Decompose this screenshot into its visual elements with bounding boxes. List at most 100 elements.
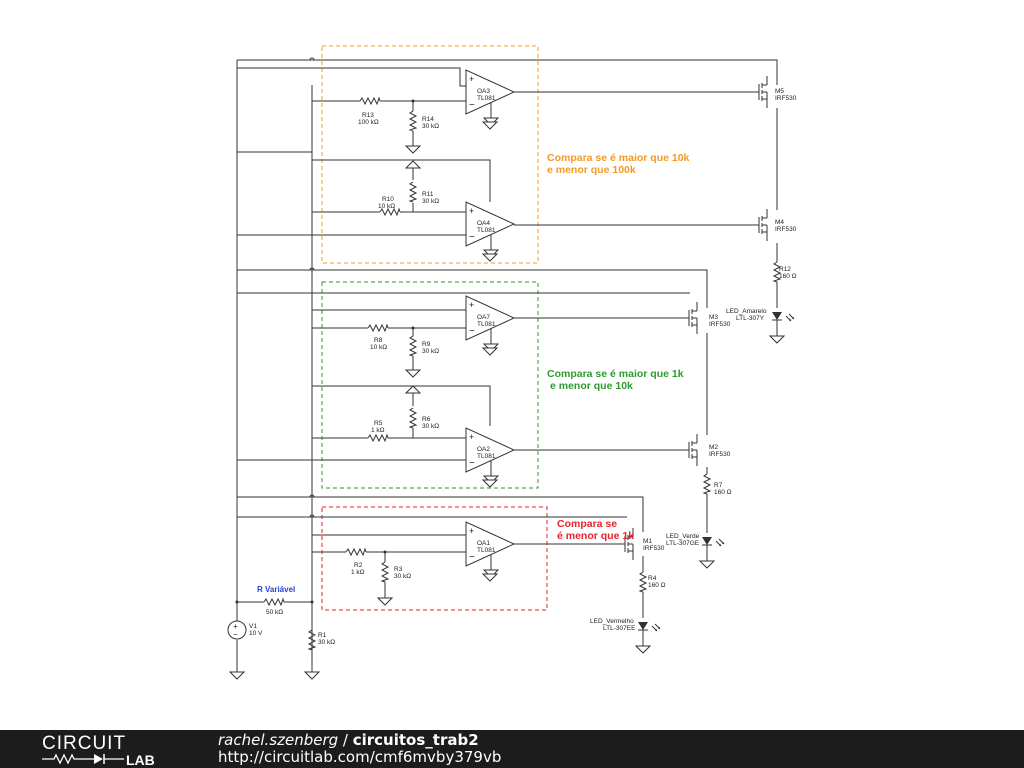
ground-v1-icon [229, 671, 245, 680]
red-group-box [321, 506, 548, 611]
oa2-ref: OA2 [477, 446, 490, 453]
mosfet-m2 [678, 433, 698, 467]
green-annotation-line2: e menor que 10k [550, 380, 633, 392]
oa3-ref: OA3 [477, 88, 490, 95]
orange-annotation-line2: e menor que 100k [547, 164, 636, 176]
circuitlab-logo-icon: CIRCUIT LAB [42, 733, 155, 766]
r6-value: 30 kΩ [422, 423, 439, 430]
mosfet-m5 [748, 75, 768, 109]
oa4-ref: OA4 [477, 220, 490, 227]
r12-ref: R12 [779, 266, 791, 273]
ground-led-amarelo-icon [769, 335, 785, 344]
resistor-r7 [703, 473, 711, 495]
r14-ref: R14 [422, 116, 434, 123]
r8-ref: R8 [374, 337, 383, 344]
footer-separator: / [338, 731, 353, 749]
resistor-r4 [639, 571, 647, 593]
oa1-part: TL081 [477, 547, 496, 554]
ground-oa2-icon [482, 479, 498, 488]
orange-group-box [321, 45, 539, 264]
led-verde-part: LTL-307GE [666, 540, 700, 547]
orange-annotation-line1: Compara se é maior que 10k [547, 152, 690, 164]
resistor-r2 [345, 548, 367, 556]
green-group-box [321, 281, 539, 489]
m1-part: IRF530 [643, 545, 665, 552]
r9-value: 30 kΩ [422, 348, 439, 355]
footer-user-link[interactable]: rachel.szenberg [218, 731, 339, 749]
ground-r11-icon [405, 160, 421, 169]
r12-value: 160 Ω [779, 273, 797, 280]
m3-ref: M3 [709, 314, 718, 321]
voltage-source-v1-icon: + − [227, 620, 247, 640]
r1-value: 30 kΩ [318, 639, 335, 646]
ground-r6-icon [405, 385, 421, 394]
resistor-r14 [409, 110, 417, 132]
led-verde-ref: LED_Verde [666, 533, 700, 540]
mosfet-m4 [748, 208, 768, 242]
ground-r9-icon [405, 369, 421, 378]
r5-value: 1 kΩ [371, 427, 385, 434]
footer-title: rachel.szenberg / circuitos_trab2 [218, 731, 479, 749]
ground-oa1-icon [482, 573, 498, 582]
r9-ref: R9 [422, 341, 431, 348]
r14-value: 30 kΩ [422, 123, 439, 130]
r7-value: 160 Ω [714, 489, 732, 496]
r4-ref: R4 [648, 575, 657, 582]
ground-led-verde-icon [699, 560, 715, 569]
resistor-r-variavel [263, 598, 285, 606]
ground-oa7-icon [482, 347, 498, 356]
ground-oa3-icon [482, 121, 498, 130]
v1-value: 10 V [249, 630, 263, 637]
r8-value: 10 kΩ [370, 344, 387, 351]
m4-part: IRF530 [775, 226, 797, 233]
oa3-part: TL081 [477, 95, 496, 102]
red-annotation-line1: Compara se [557, 518, 617, 530]
svg-text:−: − [233, 630, 238, 639]
red-annotation-line2: é menor que 1k [557, 530, 634, 542]
oa2-part: TL081 [477, 453, 496, 460]
r1-ref: R1 [318, 632, 327, 639]
ground-r14-icon [405, 145, 421, 154]
logo-brand-top: CIRCUIT [42, 733, 126, 754]
footer-url-link[interactable]: http://circuitlab.com/cmf6mvby379vb [218, 748, 502, 766]
led-amarelo-ref: LED_Amarelo [726, 308, 767, 315]
r4-value: 160 Ω [648, 582, 666, 589]
r11-value: 30 kΩ [422, 198, 439, 205]
m4-ref: M4 [775, 219, 784, 226]
resistor-r3 [381, 561, 389, 583]
oa1-ref: OA1 [477, 540, 490, 547]
resistor-r13 [359, 97, 381, 105]
r3-ref: R3 [394, 566, 403, 573]
logo-brand-bottom: LAB [126, 752, 155, 766]
m2-part: IRF530 [709, 451, 731, 458]
r6-ref: R6 [422, 416, 431, 423]
mosfet-m3 [678, 301, 698, 335]
led-vermelho-icon [637, 621, 661, 632]
ground-led-vermelho-icon [635, 645, 651, 654]
led-verde-icon [701, 536, 725, 547]
r13-ref: R13 [362, 112, 374, 119]
r11-ref: R11 [422, 191, 434, 198]
r13-value: 100 kΩ [358, 119, 379, 126]
led-vermelho-ref: LED_Vermelho [590, 618, 634, 625]
led-amarelo-icon [771, 311, 795, 322]
resistor-r5 [367, 434, 389, 442]
footer-project-link[interactable]: circuitos_trab2 [352, 731, 479, 749]
ground-oa4-icon [482, 253, 498, 262]
resistor-r11 [409, 181, 417, 203]
circuit-schematic: + − [227, 45, 797, 680]
svg-text:+: + [233, 622, 238, 631]
resistor-r9 [409, 335, 417, 357]
r-variavel-label: R Variável [257, 585, 295, 594]
m5-part: IRF530 [775, 95, 797, 102]
oa7-part: TL081 [477, 321, 496, 328]
r2-value: 1 kΩ [351, 569, 365, 576]
green-annotation-line1: Compara se é maior que 1k [547, 368, 684, 380]
footer-bar: CIRCUIT LAB rachel.szenberg / circuitos_… [0, 730, 1024, 768]
m5-ref: M5 [775, 88, 784, 95]
ground-r1-icon [304, 671, 320, 680]
r3-value: 30 kΩ [394, 573, 411, 580]
oa4-part: TL081 [477, 227, 496, 234]
led-amarelo-part: LTL-307Y [736, 315, 765, 322]
r7-ref: R7 [714, 482, 723, 489]
